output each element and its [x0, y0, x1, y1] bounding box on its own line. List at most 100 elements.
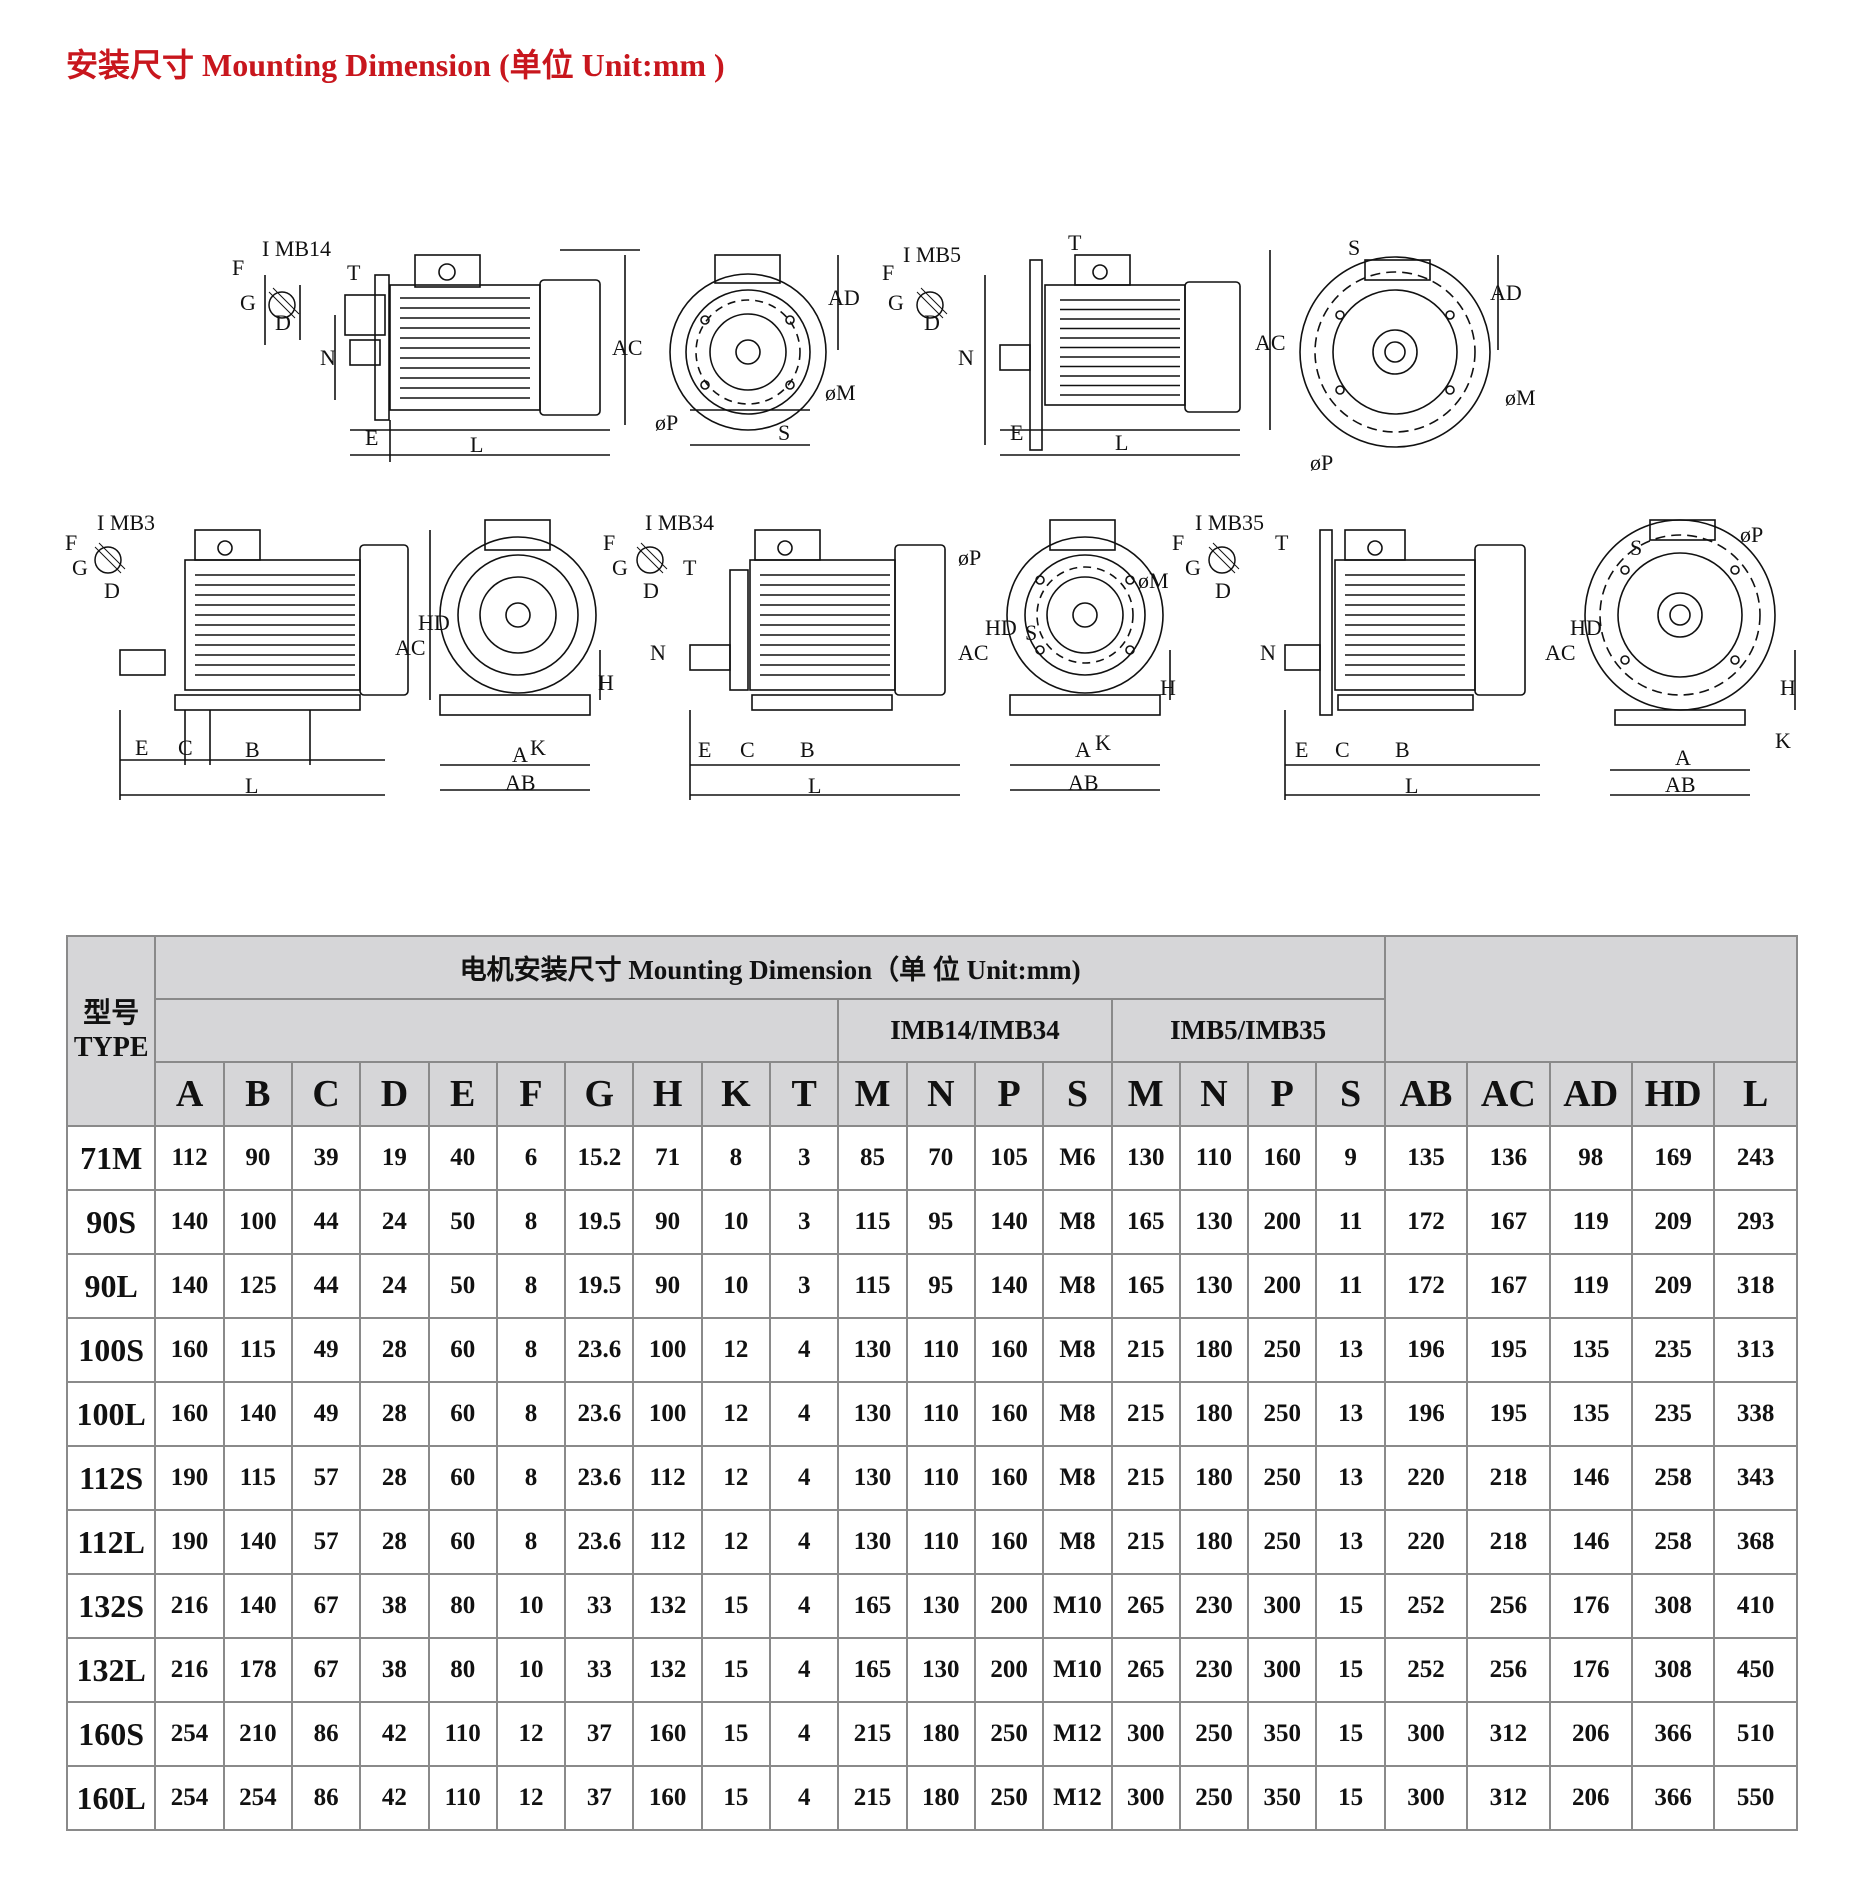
table-cell: 19: [359, 1125, 430, 1191]
svg-text:AC: AC: [395, 635, 426, 660]
table-cell: 110: [905, 1317, 976, 1383]
table-cell: 130: [905, 1573, 976, 1639]
table-cell: 38: [359, 1573, 430, 1639]
svg-text:AB: AB: [505, 770, 536, 795]
svg-text:B: B: [245, 737, 260, 762]
table-cell: 172: [1383, 1253, 1469, 1319]
table-cell: 338: [1713, 1381, 1798, 1447]
table-main-title: 电机安装尺寸 Mounting Dimension（单 位 Unit:mm): [154, 935, 1386, 1000]
table-cell: 119: [1548, 1189, 1633, 1255]
table-cell: 12: [700, 1317, 772, 1383]
table-cell: 230: [1178, 1573, 1250, 1639]
table-cell: 15: [700, 1701, 772, 1767]
table-cell: 200: [1247, 1253, 1318, 1319]
svg-text:T: T: [1068, 230, 1082, 255]
type-header: 型号 TYPE: [65, 935, 157, 1127]
table-cell: 10: [495, 1573, 567, 1639]
table-cell: 132: [632, 1573, 703, 1639]
table-cell: 350: [1247, 1701, 1318, 1767]
svg-text:AD: AD: [1490, 280, 1522, 305]
table-cell: 165: [837, 1573, 908, 1639]
table-cell: 4: [769, 1637, 840, 1703]
mounting-dimension-table: 型号 TYPE 电机安装尺寸 Mounting Dimension（单 位 Un…: [65, 935, 1799, 1831]
table-cell: 176: [1548, 1637, 1633, 1703]
table-cell: 160: [973, 1381, 1045, 1447]
table-cell: 110: [427, 1765, 498, 1831]
table-cell: 165: [1110, 1253, 1181, 1319]
table-cell: 100: [632, 1381, 703, 1447]
svg-text:øM: øM: [1505, 385, 1536, 410]
table-cell: 220: [1383, 1445, 1469, 1511]
table-cell: 209: [1630, 1189, 1716, 1255]
table-cell: 410: [1713, 1573, 1798, 1639]
table-cell: 250: [973, 1765, 1045, 1831]
svg-text:G: G: [612, 555, 628, 580]
table-cell: 200: [1247, 1189, 1318, 1255]
table-cell: M10: [1042, 1637, 1113, 1703]
table-cell: M8: [1042, 1253, 1113, 1319]
table-cell: 180: [1178, 1509, 1250, 1575]
table-cell: 12: [700, 1509, 772, 1575]
table-cell: 4: [769, 1381, 840, 1447]
table-cell: 140: [222, 1381, 293, 1447]
table-cell: 130: [837, 1317, 908, 1383]
svg-text:L: L: [1115, 430, 1128, 455]
svg-text:A: A: [1075, 737, 1091, 762]
svg-text:C: C: [1335, 737, 1350, 762]
column-header-k: K: [700, 1061, 772, 1127]
table-cell: 216: [154, 1637, 225, 1703]
imb34-labels: I MB34 F T G D N E C B L AC HD H A K AB …: [603, 510, 1176, 798]
table-cell: 135: [1548, 1381, 1633, 1447]
table-cell: 67: [290, 1573, 362, 1639]
table-cell: 130: [905, 1637, 976, 1703]
table-cell: 8: [495, 1445, 567, 1511]
table-cell: 3: [769, 1125, 840, 1191]
table-cell: 4: [769, 1573, 840, 1639]
table-cell: 130: [1178, 1253, 1250, 1319]
table-cell: 71: [632, 1125, 703, 1191]
svg-text:øP: øP: [1310, 450, 1333, 475]
table-cell: 146: [1548, 1445, 1633, 1511]
svg-text:AC: AC: [1255, 330, 1286, 355]
svg-text:L: L: [1405, 773, 1418, 798]
svg-text:øP: øP: [958, 545, 981, 570]
row-type-label: 100L: [65, 1381, 157, 1447]
table-cell: 176: [1548, 1573, 1633, 1639]
imb35-title: I MB35: [1195, 510, 1264, 535]
table-cell: 11: [1315, 1189, 1386, 1255]
table-cell: 235: [1630, 1381, 1716, 1447]
table-cell: 215: [1110, 1509, 1181, 1575]
table-cell: 10: [700, 1253, 772, 1319]
table-cell: 110: [427, 1701, 498, 1767]
table-cell: 250: [1178, 1701, 1250, 1767]
svg-text:A: A: [512, 742, 528, 767]
table-cell: 300: [1110, 1701, 1181, 1767]
table-cell: 49: [290, 1317, 362, 1383]
table-cell: 115: [837, 1189, 908, 1255]
svg-text:K: K: [530, 735, 546, 760]
imb5-title: I MB5: [903, 242, 961, 267]
table-cell: 210: [222, 1701, 293, 1767]
table-cell: 85: [837, 1125, 908, 1191]
table-cell: 130: [837, 1509, 908, 1575]
table-cell: 112: [154, 1125, 225, 1191]
table-cell: 250: [1247, 1445, 1318, 1511]
column-header-m: M: [1110, 1061, 1181, 1127]
svg-text:B: B: [800, 737, 815, 762]
svg-text:F: F: [882, 260, 894, 285]
table-cell: 209: [1630, 1253, 1716, 1319]
table-cell: 37: [564, 1701, 635, 1767]
table-cell: 24: [359, 1253, 430, 1319]
imb3-end-view: [429, 519, 601, 791]
table-cell: 10: [495, 1637, 567, 1703]
table-cell: 33: [564, 1637, 635, 1703]
table-cell: 146: [1548, 1509, 1633, 1575]
table-cell: 200: [973, 1637, 1045, 1703]
svg-text:øP: øP: [1740, 522, 1763, 547]
table-cell: 8: [495, 1317, 567, 1383]
table-cell: 42: [359, 1765, 430, 1831]
